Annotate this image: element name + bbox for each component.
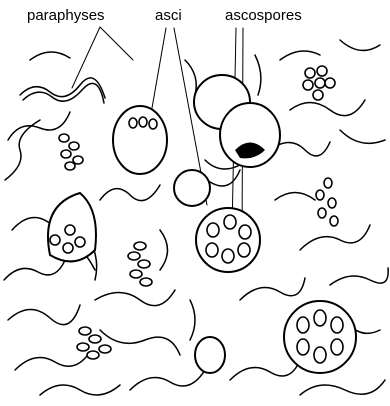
ascospore <box>222 249 234 263</box>
ascospore <box>207 223 219 237</box>
ascospore-cluster <box>303 66 335 100</box>
ascospore <box>206 243 218 257</box>
paraphysis <box>5 120 40 180</box>
ascospore-cluster <box>77 327 111 359</box>
ascospore <box>314 347 326 363</box>
paraphysis <box>300 380 385 395</box>
paraphysis <box>340 40 380 50</box>
paraphysis <box>8 305 80 325</box>
ascospore <box>75 237 85 247</box>
paraphysis <box>185 60 196 95</box>
ascospore <box>297 317 309 333</box>
paraphysis <box>340 130 385 143</box>
ascospore <box>314 310 326 326</box>
label-paraphyses: paraphyses <box>27 7 105 24</box>
ascus-bottom-small <box>195 337 225 373</box>
ascospore <box>238 243 250 257</box>
paraphysis <box>100 330 180 355</box>
paraphysis <box>230 360 300 380</box>
ascospore <box>331 339 343 355</box>
ascus-empty-middle <box>174 170 210 206</box>
paraphysis <box>100 185 160 201</box>
paraphysis <box>30 52 70 60</box>
paraphysis <box>15 352 90 370</box>
ascospore <box>65 225 75 235</box>
leader-paraphyses-2 <box>100 27 133 60</box>
ascospore <box>331 317 343 333</box>
ascospore <box>50 235 60 245</box>
ascospore-cluster <box>128 242 152 286</box>
asci <box>48 75 356 373</box>
ascospore <box>224 215 236 229</box>
paraphysis <box>20 78 105 98</box>
ascospore <box>129 118 137 128</box>
paraphysis <box>160 230 168 270</box>
ascospore <box>149 119 157 129</box>
ascospore <box>239 225 251 239</box>
paraphysis <box>300 225 370 250</box>
leader-asci-1 <box>152 28 166 108</box>
ascospore <box>297 339 309 355</box>
paraphysis <box>240 278 305 300</box>
paraphysis <box>290 100 365 116</box>
ascus-top-left <box>113 106 167 174</box>
paraphysis <box>130 370 205 390</box>
paraphysis <box>190 300 195 340</box>
paraphysis <box>95 290 175 306</box>
ascospore <box>139 117 147 127</box>
ascospore-cluster <box>59 134 83 170</box>
label-asci: asci <box>155 7 182 24</box>
ascospore-cluster <box>316 178 338 226</box>
paraphysis <box>255 55 261 95</box>
paraphysis <box>330 268 388 285</box>
paraphysis <box>280 51 320 60</box>
ascospore <box>63 243 73 253</box>
label-ascospores: ascospores <box>225 7 302 24</box>
paraphysis <box>40 385 120 395</box>
paraphysis <box>275 193 315 201</box>
